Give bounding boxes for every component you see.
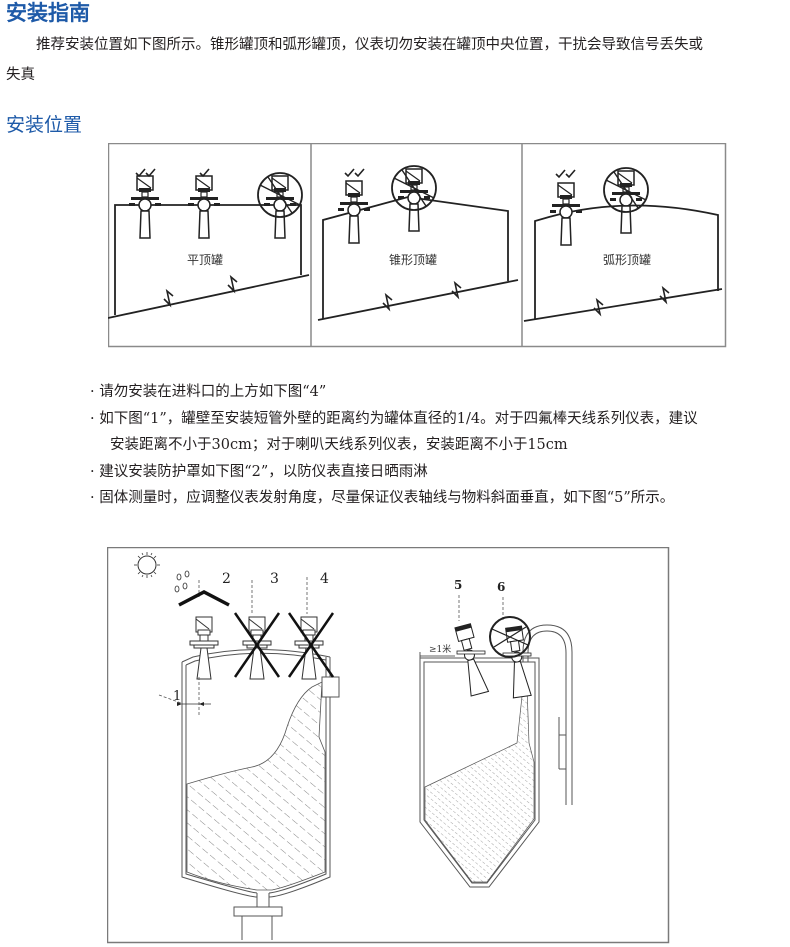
list-item-continuation: 安装距离不小于30cm；对于喇叭天线系列仪表，安装距离不小于15cm	[110, 437, 568, 453]
label-1: 1	[173, 689, 181, 704]
label-6: 6	[497, 580, 505, 594]
bullet-dot: ·	[90, 490, 95, 506]
section-title: 安装指南	[6, 1, 90, 25]
cone-roof-label: 锥形顶罐	[389, 253, 437, 267]
list-item-text: 请勿安装在进料口的上方如下图“4”	[99, 384, 327, 400]
label-2: 2	[222, 571, 231, 587]
incorrect-position-marks	[233, 612, 335, 678]
cone-roof-tank-panel: 锥形顶罐	[317, 165, 519, 321]
right-silo-diagram: 5 6 ≥1米	[419, 578, 573, 888]
label-5: 5	[454, 578, 462, 592]
bullet-dot: ·	[90, 384, 95, 400]
list-item: · 如下图“1”，罐壁至安装短管外壁的距离约为罐体直径的1/4。对于四氟棒天线系…	[90, 406, 790, 433]
subsection-title: 安装位置	[6, 114, 83, 136]
bullet-dot: ·	[90, 463, 95, 480]
tank-top-types-figure: 平顶罐 锥形顶罐 弧形顶罐	[108, 143, 727, 348]
list-item-text: 固体测量时，应调整仪表发射角度，尽量保证仪表轴线与物料斜面垂直，如下图“5”所示…	[99, 490, 675, 506]
flat-roof-tank-panel: 平顶罐	[108, 168, 310, 319]
installation-examples-figure: 2 3 4	[107, 547, 670, 944]
label-4: 4	[320, 571, 329, 587]
list-item: · 建议安装防护罩如下图“2”，以防仪表直接日晒雨淋	[90, 459, 790, 486]
intro-paragraph: 推荐安装位置如下图所示。锥形罐顶和弧形罐顶，仪表切勿安装在罐顶中央位置，干扰会导…	[6, 30, 786, 90]
dome-roof-tank-panel: 弧形顶罐	[523, 167, 723, 322]
distance-label: ≥1米	[429, 643, 451, 655]
list-item: · 请勿安装在进料口的上方如下图“4”	[90, 379, 790, 406]
sun-icon	[134, 552, 160, 578]
rain-icon	[174, 570, 190, 593]
dome-roof-label: 弧形顶罐	[603, 253, 651, 267]
left-silo-diagram: 2 3 4	[134, 552, 340, 940]
installation-notes-list: · 请勿安装在进料口的上方如下图“4” · 如下图“1”，罐壁至安装短管外壁的距…	[90, 379, 790, 512]
flat-roof-label: 平顶罐	[187, 253, 223, 267]
list-item-text: 建议安装防护罩如下图“2”，以防仪表直接日晒雨淋	[99, 463, 428, 480]
intro-line-1: 推荐安装位置如下图所示。锥形罐顶和弧形罐顶，仪表切勿安装在罐顶中央位置，干扰会导…	[36, 37, 703, 53]
list-item: · 固体测量时，应调整仪表发射角度，尽量保证仪表轴线与物料斜面垂直，如下图“5”…	[90, 485, 790, 512]
intro-line-2: 失真	[6, 67, 35, 83]
label-3: 3	[270, 571, 279, 587]
bullet-dot: ·	[90, 410, 95, 427]
list-item-text: 如下图“1”，罐壁至安装短管外壁的距离约为罐体直径的1/4。对于四氟棒天线系列仪…	[99, 410, 698, 427]
